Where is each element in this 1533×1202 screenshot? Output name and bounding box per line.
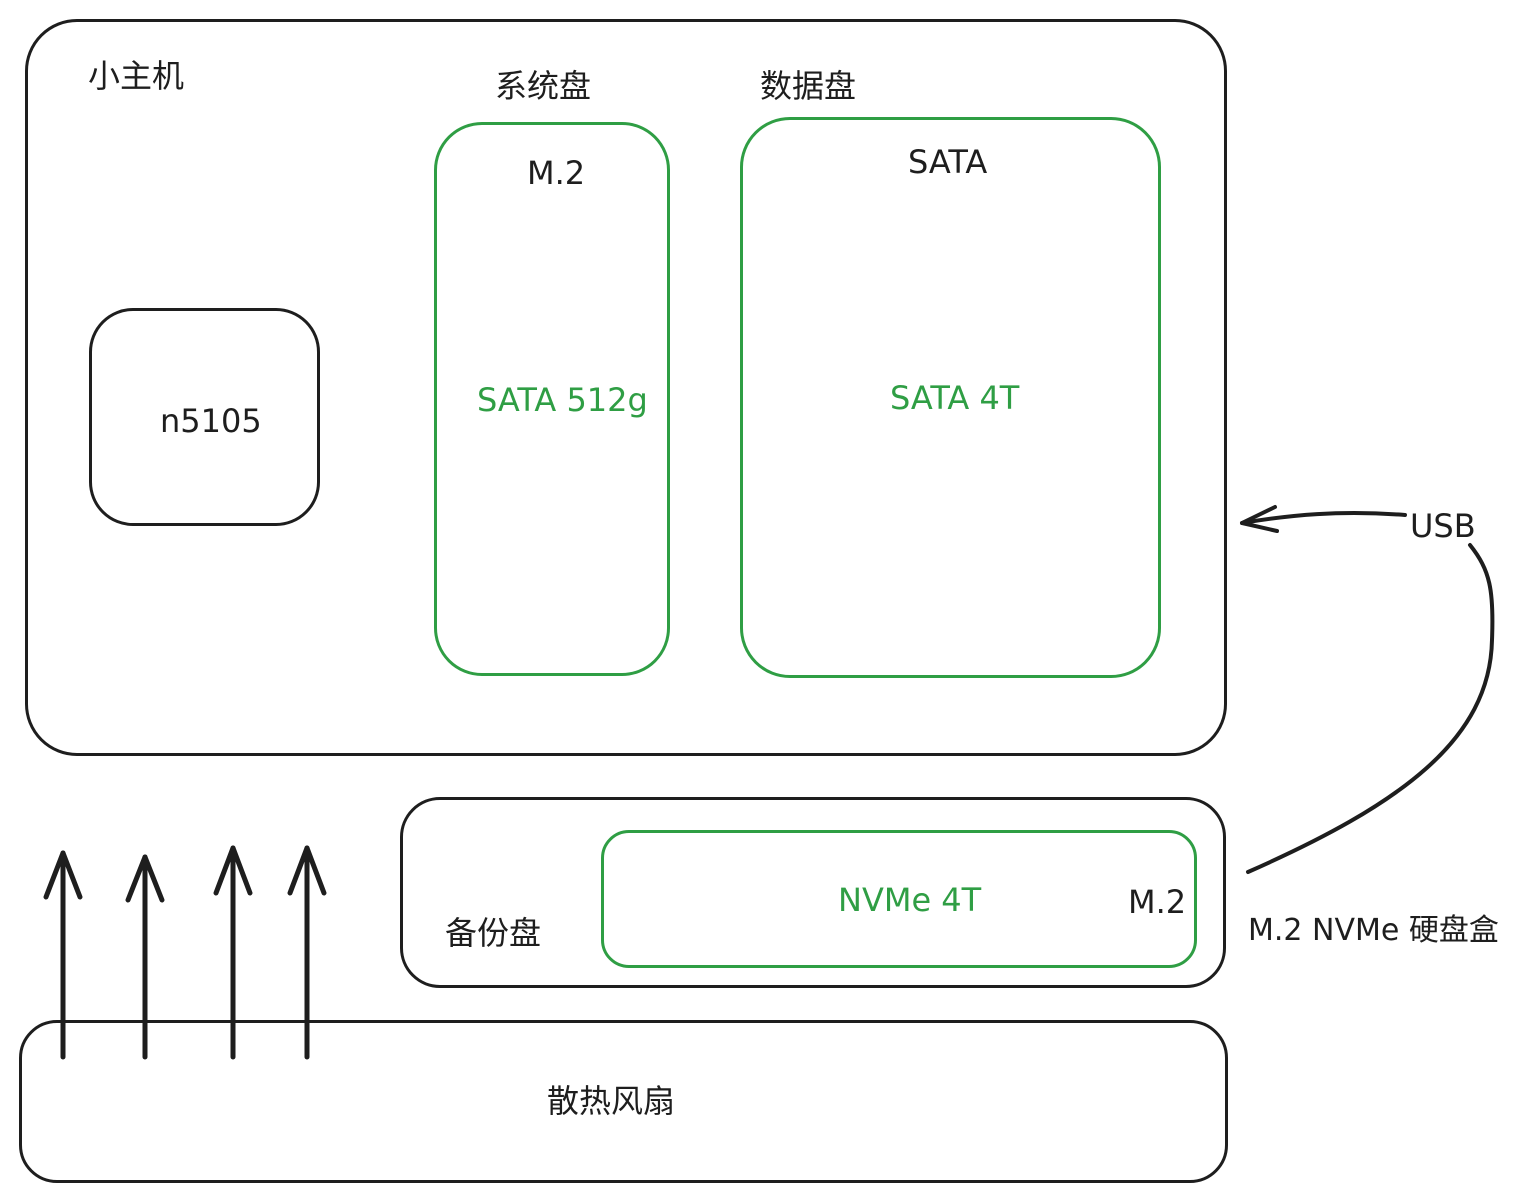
data-disk-drive-label: SATA 4T: [890, 379, 1020, 417]
mini-host-title: 小主机: [88, 57, 185, 95]
backup-drive-box: [601, 830, 1197, 968]
system-disk-slot-label: M.2: [527, 154, 586, 192]
backup-title: 备份盘: [445, 914, 542, 952]
usb-connector-arrow: [1240, 505, 1495, 874]
fan-label: 散热风扇: [547, 1082, 676, 1120]
backup-slot-label: M.2: [1128, 883, 1187, 921]
cpu-box: [89, 308, 320, 526]
system-disk-drive-label: SATA 512g: [477, 381, 648, 419]
system-disk-title: 系统盘: [495, 67, 592, 105]
cpu-label: n5105: [160, 402, 262, 440]
backup-enclosure-box: [400, 797, 1226, 988]
backup-drive-label: NVMe 4T: [838, 881, 982, 919]
data-disk-slot-box: [740, 117, 1161, 678]
fan-box: [19, 1020, 1228, 1183]
system-disk-slot-box: [434, 122, 670, 676]
data-disk-slot-label: SATA: [908, 143, 988, 181]
usb-label: USB: [1410, 507, 1476, 545]
data-disk-title: 数据盘: [760, 67, 857, 105]
mini-host-box: [25, 19, 1227, 756]
enclosure-label: M.2 NVMe 硬盘盒: [1248, 913, 1499, 948]
